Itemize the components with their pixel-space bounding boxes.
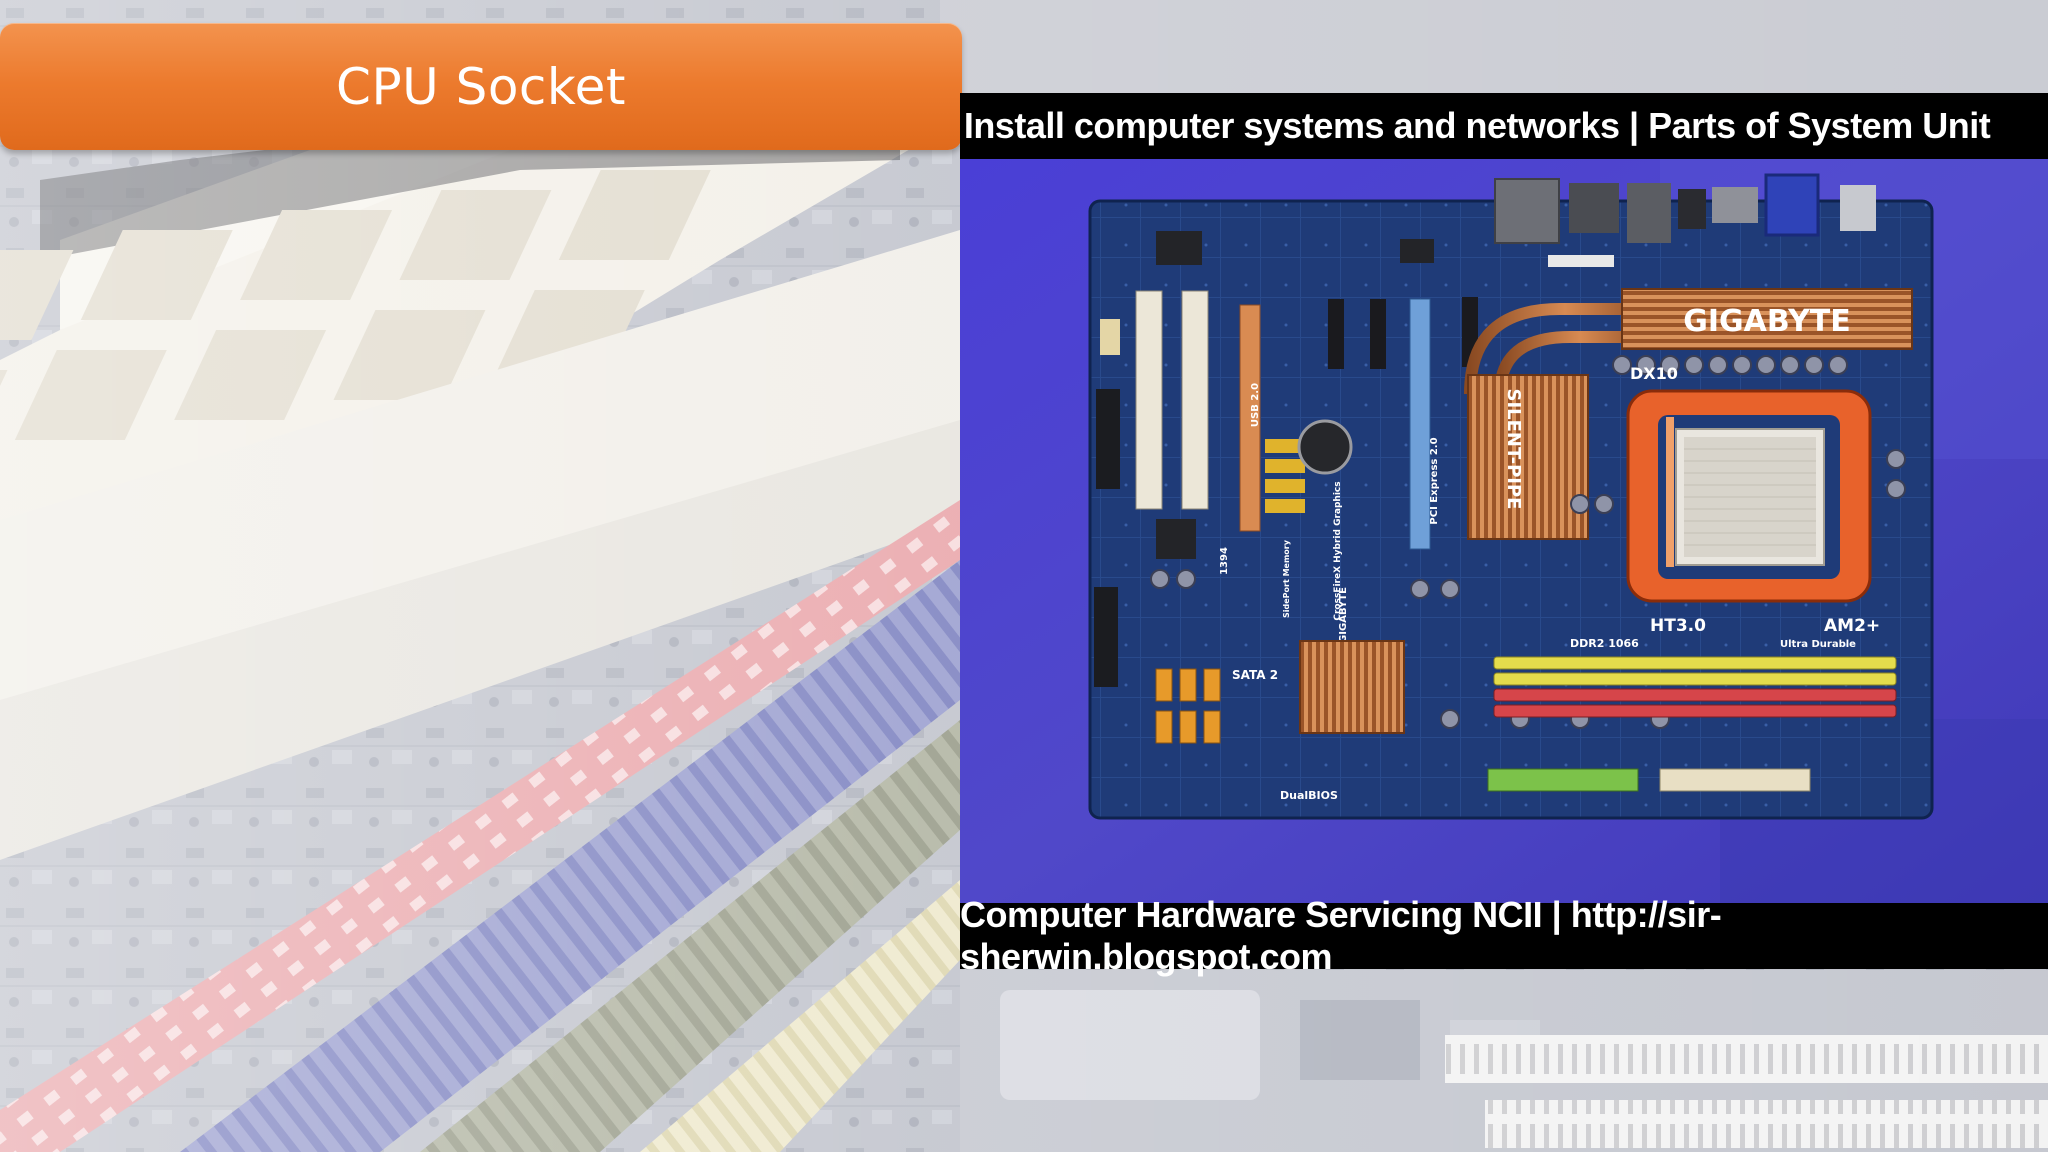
figure-footer-bar: Computer Hardware Servicing NCII | http:… bbox=[960, 894, 2048, 977]
board-brand-label: GIGABYTE bbox=[1338, 587, 1349, 643]
figure-footer-text: Computer Hardware Servicing NCII | http:… bbox=[960, 894, 1722, 977]
pcie-label: PCI Express 2.0 bbox=[1429, 437, 1440, 524]
heatsink-brand-label: GIGABYTE bbox=[1683, 304, 1851, 339]
crossfire-label: CrossFireX Hybrid Graphics bbox=[1333, 481, 1343, 620]
slide-title: CPU Socket bbox=[336, 57, 626, 116]
directx-label: DX10 bbox=[1630, 364, 1678, 383]
ht3-label: HT3.0 bbox=[1650, 616, 1706, 636]
motherboard-photo: SILENT-PIPE GIGABYTE bbox=[960, 159, 2048, 903]
silent-pipe-label: SILENT-PIPE bbox=[1503, 389, 1524, 510]
figure-header-text: Install computer systems and networks | … bbox=[963, 105, 1991, 146]
motherboard-figure: Install computer systems and networks | … bbox=[960, 93, 2048, 977]
firewire-label: 1394 bbox=[1219, 547, 1230, 575]
dualbios-label: DualBIOS bbox=[1280, 789, 1338, 802]
sata-label: SATA 2 bbox=[1232, 668, 1278, 682]
title-banner: CPU Socket bbox=[0, 23, 962, 150]
sideport-label: SidePort Memory bbox=[1282, 539, 1291, 618]
ultra-durable-label: Ultra Durable bbox=[1780, 639, 1856, 650]
usb-label: USB 2.0 bbox=[1250, 383, 1261, 427]
socket-type-label: AM2+ bbox=[1824, 616, 1880, 636]
ddr2-label: DDR2 1066 bbox=[1570, 637, 1639, 650]
figure-header-bar: Install computer systems and networks | … bbox=[960, 93, 2048, 159]
